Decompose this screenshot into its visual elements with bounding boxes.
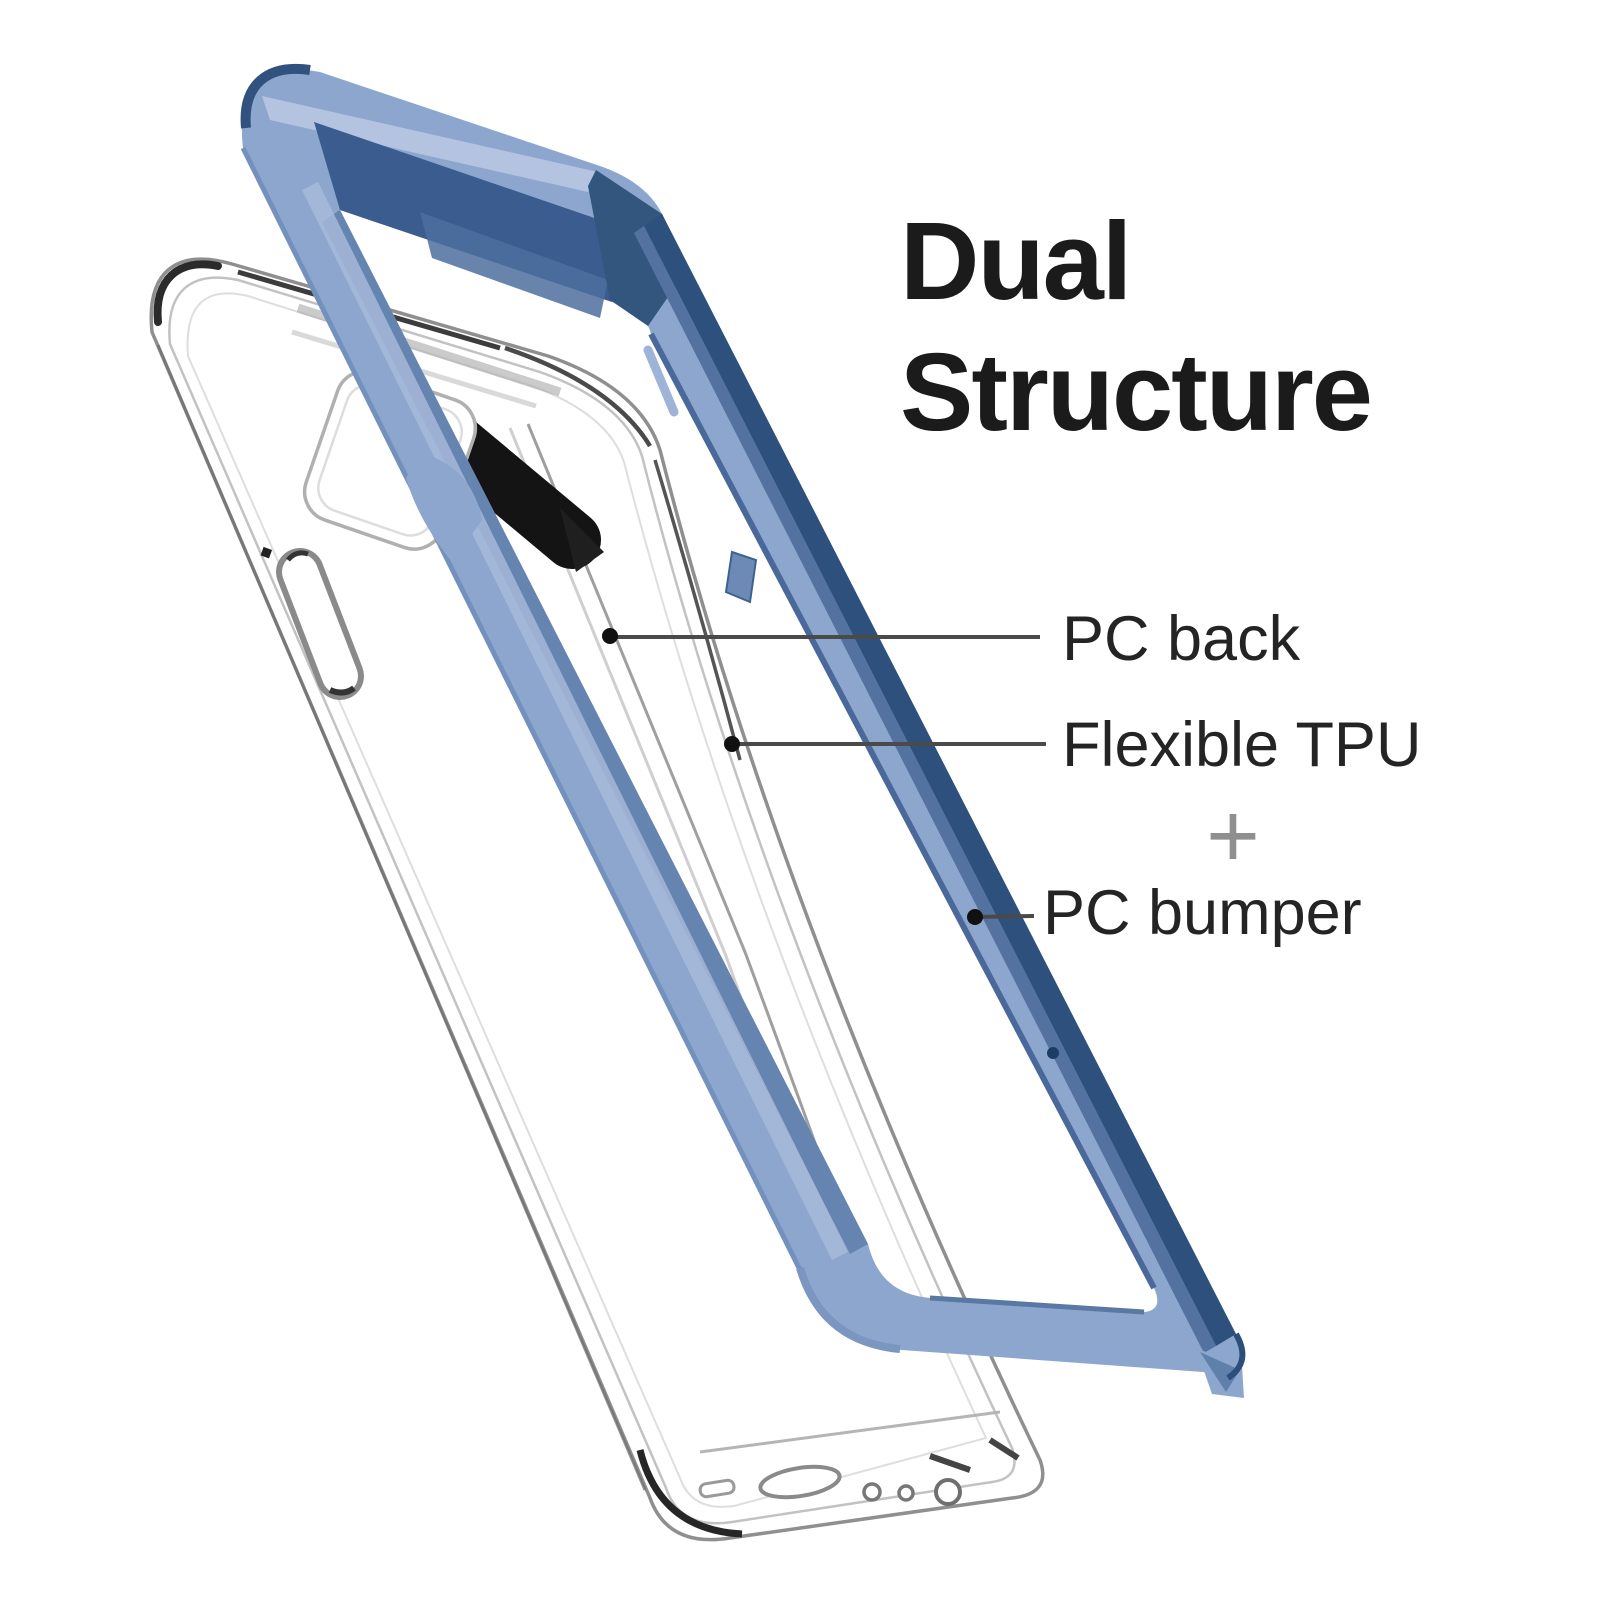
case-bottom-left-dark-arc: [636, 1449, 743, 1538]
case-inner-outline: [168, 276, 1016, 1525]
bumper-right-mid-stripe: [634, 226, 1216, 1353]
bumper-left-outer-edge-line: [240, 146, 803, 1272]
volume-button-face: [282, 554, 358, 694]
case-right-edge-dark-line: [653, 459, 742, 761]
page-title: Dual Structure: [900, 196, 1373, 458]
bumper-left-center-highlight: [301, 182, 849, 1260]
bottom-cutouts: [698, 1410, 1020, 1506]
title-line-2: Structure: [900, 331, 1373, 454]
bumper-camera-bulge: [406, 452, 482, 562]
callout-dot-pc-back: [602, 628, 618, 644]
camera-slot-tip: [560, 508, 604, 572]
bumper-top-inner-sheen: [420, 212, 608, 318]
usb-port-cutout: [758, 1464, 842, 1500]
bumper-bottom-right-foot-shade: [1200, 1352, 1240, 1392]
label-flexible-tpu: Flexible TPU: [1062, 710, 1422, 780]
case-left-edge-shade: [156, 344, 647, 1491]
volume-button-bottom-shadow: [328, 685, 356, 696]
title-line-1: Dual: [900, 200, 1132, 323]
bumper-top-highlight: [262, 96, 598, 192]
case-innermost-line: [186, 292, 988, 1508]
pc-bumper-frame: [240, 64, 1246, 1398]
volume-button-top-shadow: [286, 550, 309, 562]
volume-button-cutout: [260, 546, 364, 700]
bumper-bottom-inner-line: [929, 1295, 1145, 1315]
headphone-jack-cutout: [934, 1478, 962, 1506]
bumper-right-inner-edge-line: [648, 332, 1157, 1290]
callout-dot-pc-bumper: [967, 909, 983, 925]
speaker-hole-1: [862, 1482, 882, 1502]
leader-line-pc-bumper: [974, 914, 1035, 919]
bumper-bottom-left-corner-shade: [796, 1266, 901, 1353]
callout-dot-flexible-tpu: [724, 736, 740, 752]
bottom-interior-dark: [929, 1437, 1020, 1473]
label-pc-bumper: PC bumper: [1043, 878, 1362, 948]
bumper-top-left-navy-edge: [240, 64, 311, 129]
callout-lines: [602, 628, 1046, 925]
plus-symbol: +: [1206, 785, 1260, 887]
case-top-left-dark-edge: [153, 260, 222, 326]
mic-slot: [698, 1478, 736, 1499]
bumper-bottom-right-tip-edge: [1226, 1332, 1246, 1381]
speaker-hole-2: [897, 1484, 915, 1502]
bumper-inner-tab: [724, 550, 758, 604]
case-top-right-dark-arc: [504, 345, 652, 448]
bottom-interior-line: [699, 1410, 1001, 1454]
edge-notch: [260, 546, 273, 559]
bumper-right-outer-dark-stripe: [644, 214, 1236, 1346]
power-button-slot: [643, 345, 679, 417]
bumper-mic-hole: [1047, 1047, 1059, 1059]
label-pc-back: PC back: [1062, 604, 1301, 674]
